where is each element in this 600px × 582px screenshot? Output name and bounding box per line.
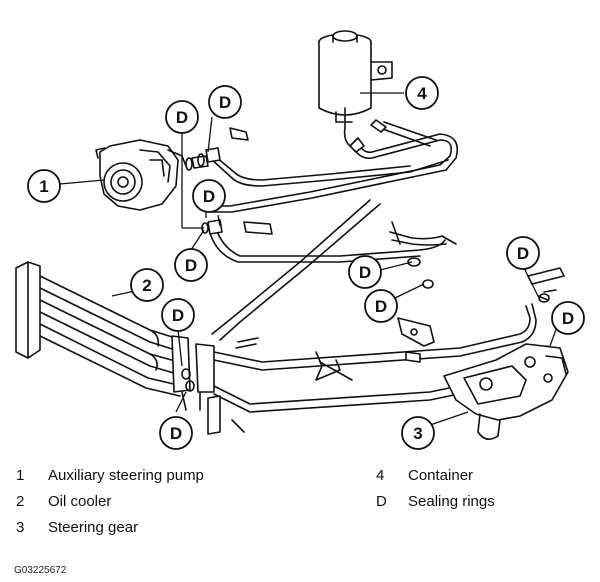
svg-text:2: 2 <box>142 276 151 295</box>
container-reservoir <box>318 30 393 147</box>
legend-number: D <box>376 493 387 510</box>
svg-text:3: 3 <box>413 424 422 443</box>
svg-text:D: D <box>359 263 371 282</box>
svg-text:D: D <box>203 187 215 206</box>
legend-label: Oil cooler <box>48 493 112 510</box>
legend-number: 1 <box>16 467 25 484</box>
svg-text:D: D <box>219 93 231 112</box>
pressure-line <box>191 147 449 187</box>
brackets-and-bolts <box>207 127 565 435</box>
hydraulic-diagram: 1 2 3 4 D D D D D D D D <box>15 30 585 450</box>
svg-text:D: D <box>185 256 197 275</box>
figure-code: G03225672 <box>14 565 67 576</box>
callout-2: 2 <box>130 268 164 302</box>
callout-3: 3 <box>401 416 435 450</box>
auxiliary-steering-pump <box>95 139 187 211</box>
callout-d-9: D <box>161 298 195 332</box>
callout-d-1: D <box>165 100 199 134</box>
callout-d-10: D <box>159 416 193 450</box>
legend-number: 3 <box>16 519 25 536</box>
oil-cooler <box>15 261 215 411</box>
legend-label: Container <box>408 467 474 484</box>
svg-text:4: 4 <box>417 84 427 103</box>
svg-text:D: D <box>375 297 387 316</box>
svg-text:D: D <box>562 309 574 328</box>
callout-d-2: D <box>208 85 242 119</box>
steering-gear <box>443 343 569 440</box>
callout-d-3: D <box>192 179 226 213</box>
callout-d-6: D <box>364 289 398 323</box>
svg-text:D: D <box>517 244 529 263</box>
callout-4: 4 <box>405 76 439 110</box>
svg-text:D: D <box>176 108 188 127</box>
diagonal-pipes <box>211 199 381 341</box>
cooler-to-gear-lines <box>213 303 537 413</box>
callout-d-8: D <box>551 301 585 335</box>
callout-d-5: D <box>348 255 382 289</box>
legend-number: 2 <box>16 493 25 510</box>
callout-d-4: D <box>174 248 208 282</box>
callout-d-7: D <box>506 236 540 270</box>
legend-label: Auxiliary steering pump <box>48 467 204 484</box>
legend-label: Steering gear <box>48 519 139 536</box>
legend-number: 4 <box>376 467 385 484</box>
return-line <box>209 119 459 213</box>
cooler-feed-line <box>207 219 457 263</box>
svg-text:1: 1 <box>39 177 48 196</box>
callout-1: 1 <box>27 169 61 203</box>
legend-label: Sealing rings <box>408 493 495 510</box>
svg-text:D: D <box>172 306 184 325</box>
svg-text:D: D <box>170 424 182 443</box>
